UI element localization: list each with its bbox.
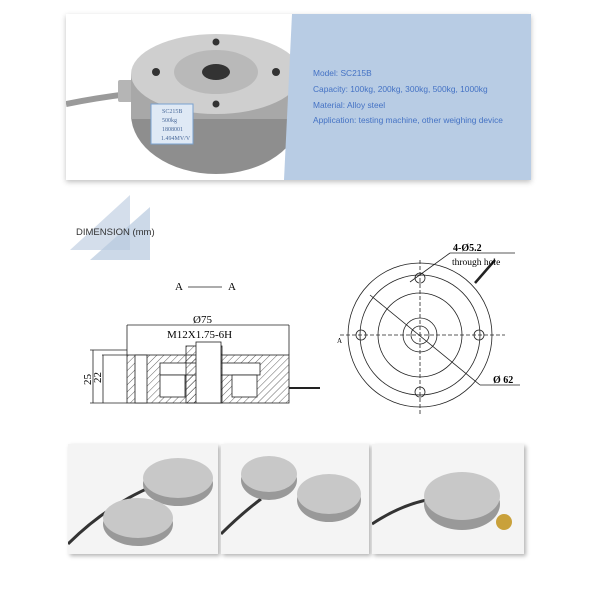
holes-note: through hole <box>452 258 500 268</box>
spec-application: Application: testing machine, other weig… <box>313 115 503 125</box>
outer-diameter-label: Ø75 <box>193 314 212 326</box>
sensor-label-sensitivity: 1.494MV/V <box>161 136 191 142</box>
spec-capacity: Capacity: 100kg, 200kg, 300kg, 500kg, 10… <box>313 84 488 94</box>
dimension-drawing: A A Ø75 M12X1.75-6H 25 22 4-Ø5.2 through… <box>82 243 520 415</box>
sensor-label-capacity: 500kg <box>162 118 177 124</box>
height-total-label: 25 <box>82 374 94 386</box>
side-marker: A <box>337 337 342 345</box>
sensor-label-model: SC215B <box>162 109 182 115</box>
triangle-decoration <box>70 195 150 260</box>
section-label-a2: A <box>228 281 236 293</box>
spec-model: Model: SC215B <box>313 68 372 78</box>
holes-label: 4-Ø5.2 <box>453 243 482 254</box>
product-photo: SC215B 500kg 1808001 1.494MV/V <box>66 34 301 174</box>
sensor-sticker <box>150 103 194 145</box>
pitch-diameter-label: Ø 62 <box>493 375 513 386</box>
product-banner: SC215B 500kg 1808001 1.494MV/V Model: SC… <box>66 14 531 180</box>
product-photo-2 <box>221 444 369 554</box>
product-photo-1 <box>68 444 218 554</box>
height-body-label: 22 <box>92 372 104 383</box>
section-label-a: A <box>175 281 183 293</box>
spec-material: Material: Alloy steel <box>313 100 386 110</box>
product-photo-3 <box>372 444 524 554</box>
sensor-label-serial: 1808001 <box>162 127 183 133</box>
dimension-title: DIMENSION (mm) <box>76 227 155 238</box>
thread-label: M12X1.75-6H <box>167 329 232 341</box>
spec-panel: Model: SC215B Capacity: 100kg, 200kg, 30… <box>284 14 531 180</box>
